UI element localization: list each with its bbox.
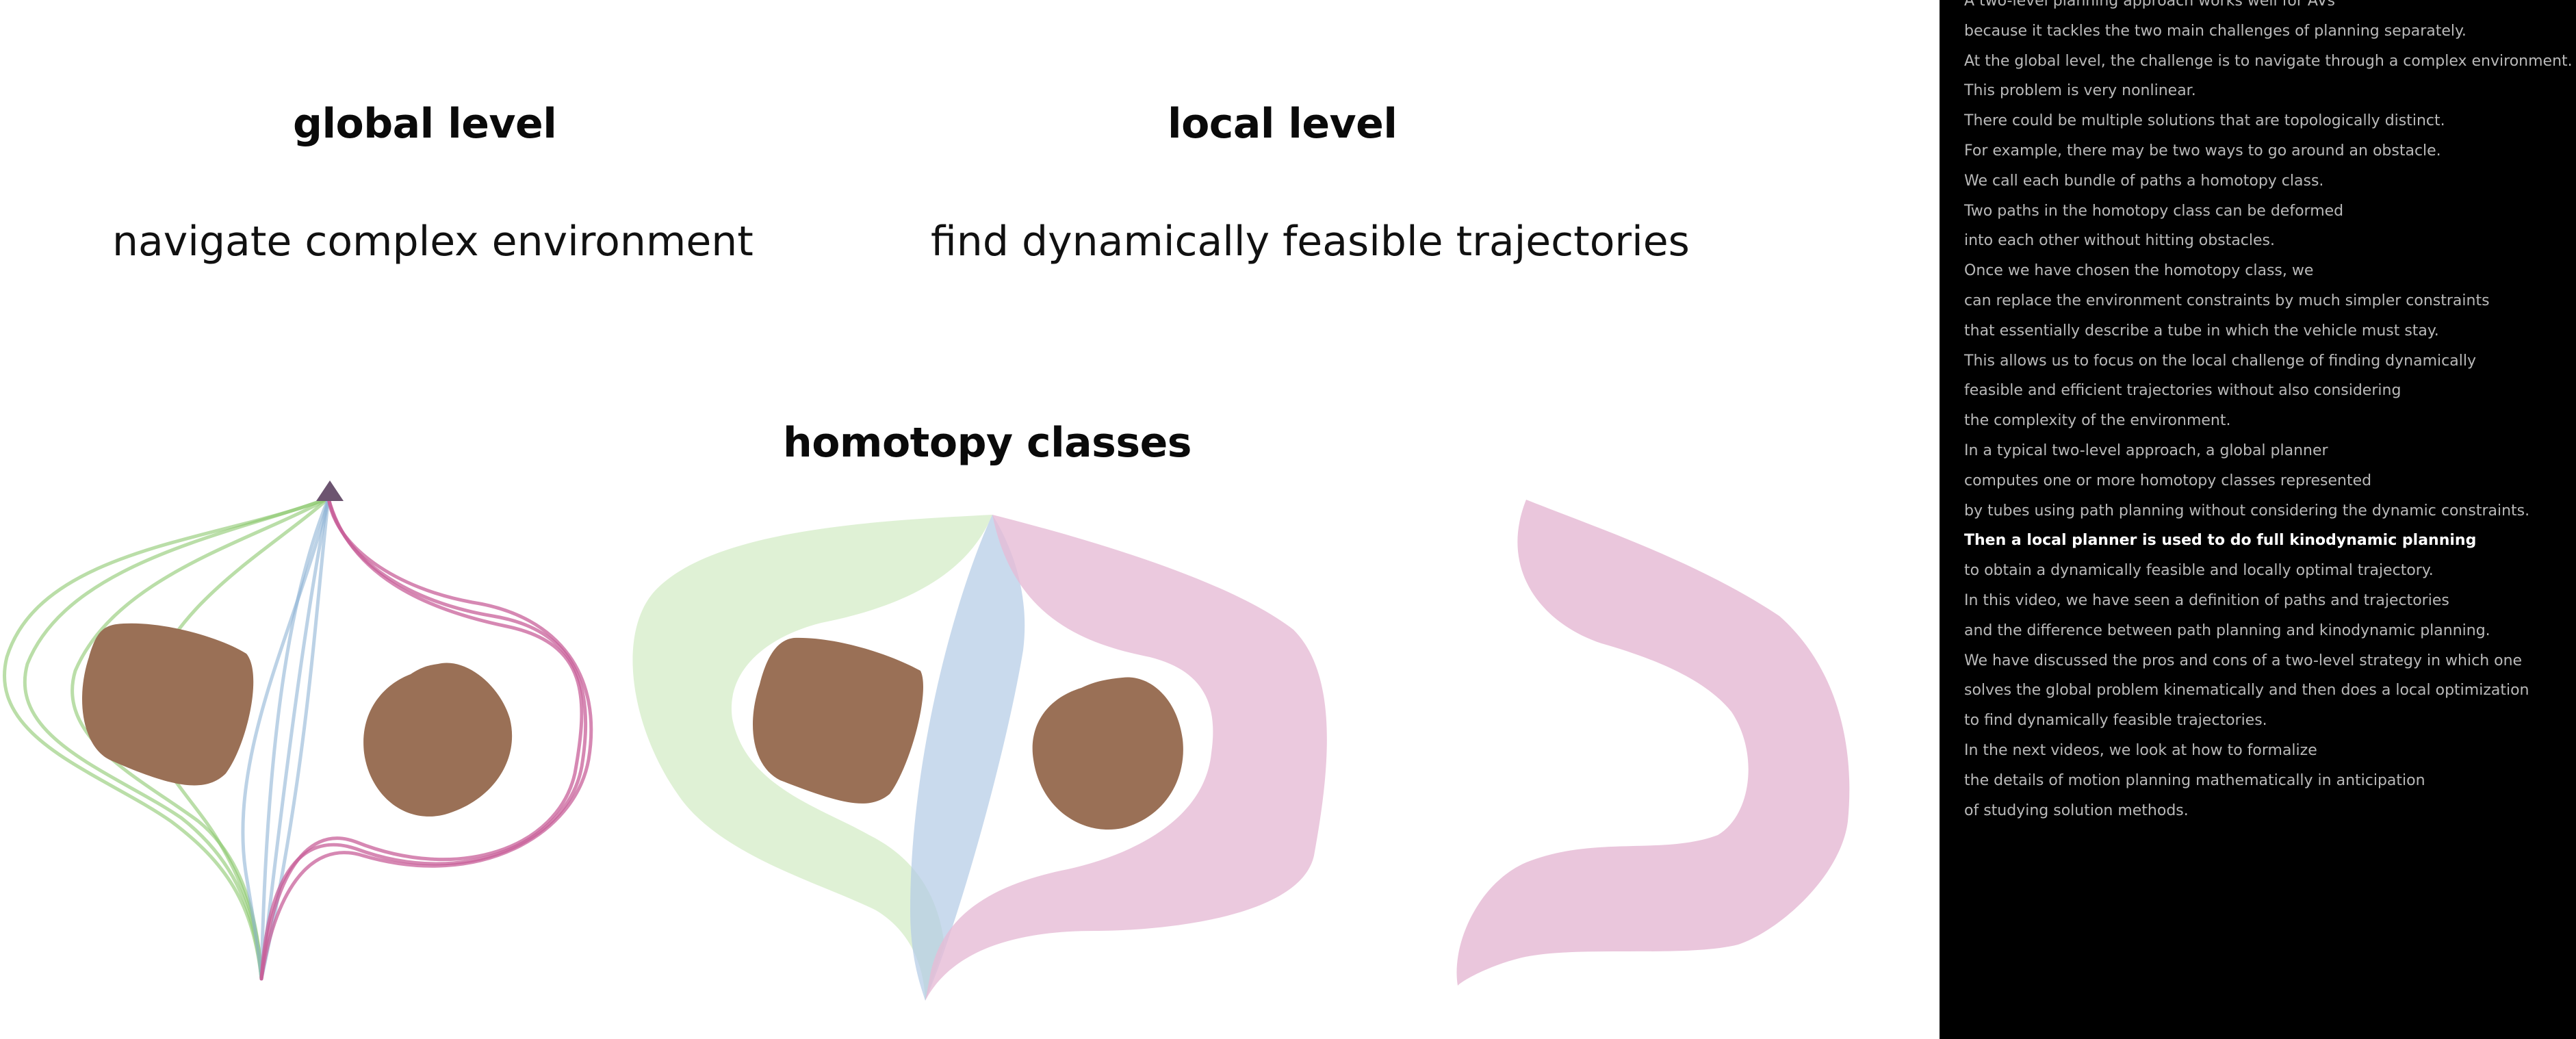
transcript-line[interactable]: by tubes using path planning without con…: [1964, 502, 2530, 520]
homotopy-diagram: [3, 480, 1850, 1001]
blue-tube: [910, 515, 1025, 1001]
transcript-line[interactable]: because it tackles the two main challeng…: [1964, 22, 2466, 40]
transcript-line[interactable]: At the global level, the challenge is to…: [1964, 52, 2573, 70]
transcript-line[interactable]: the details of motion planning mathemati…: [1964, 771, 2425, 789]
transcript-line[interactable]: Two paths in the homotopy class can be d…: [1964, 202, 2344, 220]
paths-panel: [3, 480, 593, 981]
transcript-line[interactable]: feasible and efficient trajectories with…: [1964, 382, 2401, 400]
transcript-lines: A two-level planning approach works well…: [1964, 0, 2573, 825]
transcript-line[interactable]: There could be multiple solutions that a…: [1964, 112, 2445, 130]
transcript-line[interactable]: solves the global problem kinematically …: [1964, 682, 2529, 700]
path-arrowhead: [316, 480, 344, 501]
blue-paths: [241, 496, 331, 981]
transcript-line[interactable]: For example, there may be two ways to go…: [1964, 142, 2441, 159]
transcript-line[interactable]: This allows us to focus on the local cha…: [1964, 352, 2476, 370]
obstacle-square-1: [82, 623, 254, 786]
transcript-line[interactable]: to obtain a dynamically feasible and loc…: [1964, 562, 2434, 580]
pink-paths: [259, 496, 593, 981]
local-level-heading: local level: [1168, 100, 1398, 148]
obstacle-round-2: [1032, 677, 1183, 830]
transcript-line[interactable]: A two-level planning approach works well…: [1964, 0, 2336, 10]
transcript-line[interactable]: computes one or more homotopy classes re…: [1964, 472, 2372, 489]
transcript-line[interactable]: that essentially describe a tube in whic…: [1964, 322, 2439, 339]
transcript-line[interactable]: to find dynamically feasible trajectorie…: [1964, 712, 2267, 730]
transcript-line[interactable]: We have discussed the pros and cons of a…: [1964, 652, 2523, 669]
local-level-subheading: find dynamically feasible trajectories: [931, 218, 1690, 266]
transcript-line[interactable]: Once we have chosen the homotopy class, …: [1964, 262, 2314, 280]
transcript-line[interactable]: In the next videos, we look at how to fo…: [1964, 741, 2317, 759]
homotopy-classes-heading: homotopy classes: [783, 419, 1192, 467]
selected-pink-tube: [1456, 500, 1850, 986]
transcript-line[interactable]: of studying solution methods.: [1964, 801, 2189, 819]
global-level-heading: global level: [293, 100, 557, 148]
obstacle-round-1: [363, 663, 513, 817]
transcript-line[interactable]: In a typical two-level approach, a globa…: [1964, 441, 2328, 459]
transcript-line[interactable]: into each other without hitting obstacle…: [1964, 232, 2275, 250]
lecture-slide: global level local level navigate comple…: [3, 100, 1850, 1001]
transcript-line[interactable]: can replace the environment constraints …: [1964, 292, 2490, 309]
transcript-line[interactable]: This problem is very nonlinear.: [1964, 82, 2196, 100]
transcript-line[interactable]: We call each bundle of paths a homotopy …: [1964, 172, 2324, 190]
pink-tube: [925, 515, 1327, 1001]
green-paths: [3, 496, 331, 981]
global-level-subheading: navigate complex environment: [112, 218, 754, 266]
transcript-line[interactable]: In this video, we have seen a definition…: [1964, 591, 2449, 609]
tubes-panel: [632, 515, 1327, 1001]
transcript-line[interactable]: and the difference between path planning…: [1964, 621, 2490, 639]
transcript-panel[interactable]: A two-level planning approach works well…: [1940, 0, 2576, 1039]
transcript-line[interactable]: the complexity of the environment.: [1964, 412, 2231, 430]
obstacle-square-2: [753, 637, 923, 804]
green-tube: [632, 515, 992, 1001]
transcript-line-current[interactable]: Then a local planner is used to do full …: [1964, 532, 2477, 550]
